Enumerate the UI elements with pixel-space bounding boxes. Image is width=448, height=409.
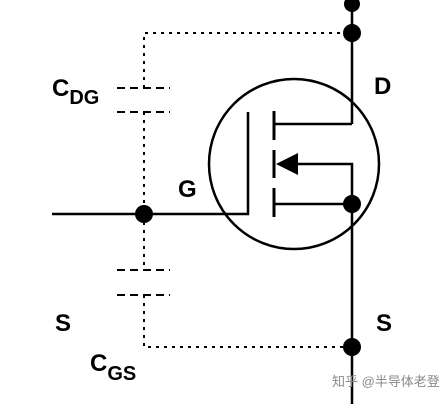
cgs-label: CGS bbox=[90, 350, 136, 385]
gate-wire bbox=[52, 112, 250, 216]
cgs-dotted-bottom bbox=[143, 295, 352, 348]
gate-label: G bbox=[178, 176, 197, 203]
cdg-dotted-top bbox=[143, 32, 352, 88]
body-arrow-icon bbox=[276, 153, 298, 175]
source-node bbox=[343, 338, 361, 356]
mosfet-envelope bbox=[207, 77, 381, 251]
body-source-node bbox=[343, 195, 361, 213]
gate-node bbox=[135, 205, 153, 223]
source-left-label: S bbox=[55, 310, 71, 337]
body-lead bbox=[292, 162, 354, 204]
cdg-label: CDG bbox=[52, 75, 99, 109]
drain-label: D bbox=[374, 73, 391, 100]
watermark: 知乎 @半导体老登 bbox=[332, 374, 440, 389]
source-right-label: S bbox=[376, 310, 392, 337]
drain-node bbox=[343, 24, 361, 42]
